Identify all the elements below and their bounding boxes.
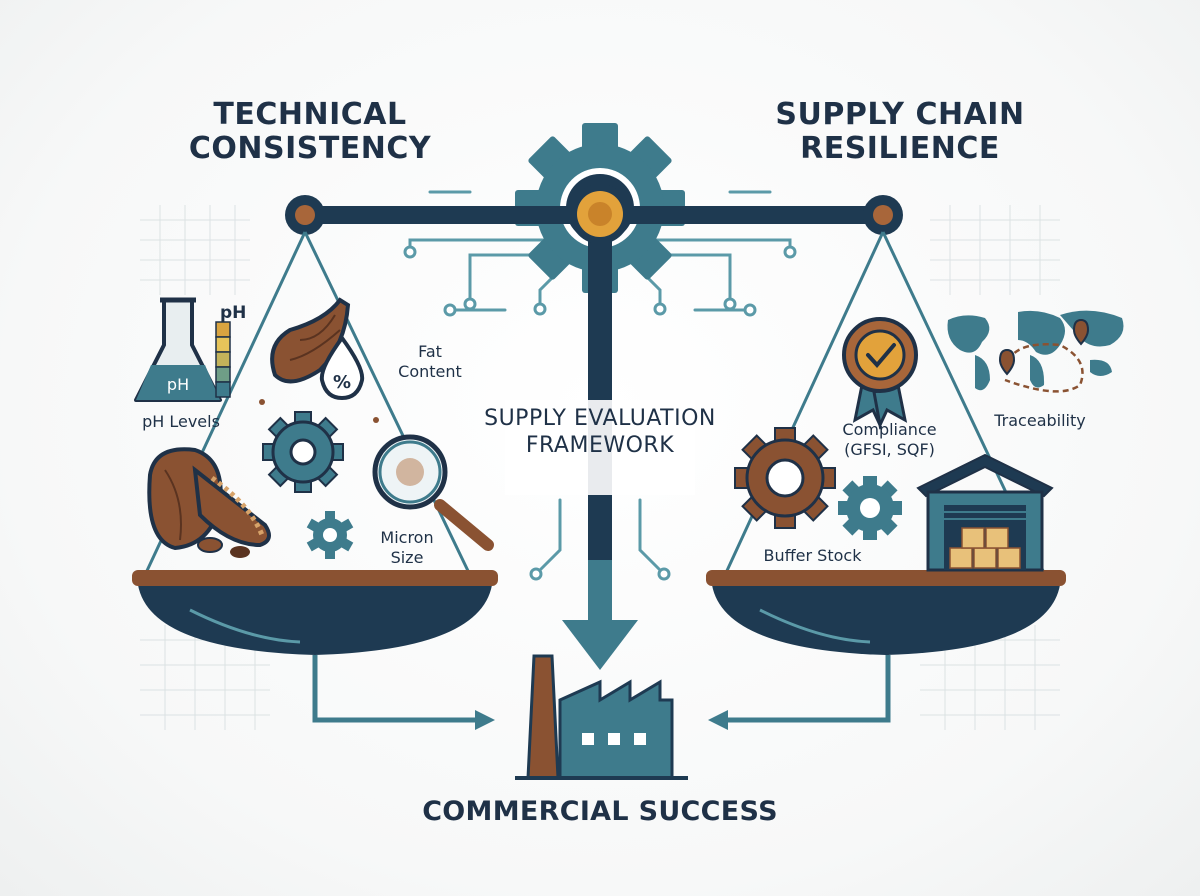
fat-drop-icon: % xyxy=(319,334,365,401)
map-pin-icon xyxy=(998,318,1090,376)
warehouse-icon xyxy=(916,453,1054,572)
magnifier-icon xyxy=(372,434,494,551)
svg-text:pH: pH xyxy=(220,303,246,323)
fat-content-label: Fat Content xyxy=(398,342,462,381)
left-flow-arrow-icon xyxy=(312,655,495,730)
right-scale-pan xyxy=(706,570,1066,655)
circuit-nodes xyxy=(403,245,797,581)
award-badge-icon xyxy=(842,317,918,430)
flask-icon: pH xyxy=(134,297,222,402)
framework-label-panel xyxy=(505,400,695,495)
left-scale-pan xyxy=(132,570,498,655)
gear-icon xyxy=(262,411,344,493)
buffer-stock-label: Buffer Stock xyxy=(763,546,862,565)
framework-title: SUPPLY EVALUATION FRAMEWORK xyxy=(484,406,716,458)
traceability-label: Traceability xyxy=(994,411,1086,430)
commercial-success-title: COMMERCIAL SUCCESS xyxy=(422,796,778,827)
compliance-label: Compliance (GFSI, SQF) xyxy=(842,420,937,459)
right-flow-arrow-icon xyxy=(708,655,891,730)
pole-arrow-shaft xyxy=(588,560,612,622)
brown-gear-icon xyxy=(734,427,836,529)
ph-scale-icon: pH xyxy=(215,303,246,398)
svg-text:%: % xyxy=(333,372,351,393)
down-arrow-icon xyxy=(562,620,638,670)
background-grid-left xyxy=(140,205,270,730)
factory-icon xyxy=(515,654,688,780)
micron-size-label: Micron Size xyxy=(380,528,434,567)
svg-text:pH: pH xyxy=(167,375,189,394)
teal-gear-icon xyxy=(838,476,902,540)
cocoa-pods-icon xyxy=(147,447,271,558)
traceability-route xyxy=(1003,343,1084,393)
world-map-icon xyxy=(947,310,1124,391)
small-gear-icon xyxy=(306,511,354,559)
ph-levels-label: pH Levels xyxy=(142,412,220,431)
technical-consistency-title: TECHNICAL CONSISTENCY xyxy=(188,97,432,166)
supply-chain-resilience-title: SUPPLY CHAIN RESILIENCE xyxy=(775,97,1025,166)
